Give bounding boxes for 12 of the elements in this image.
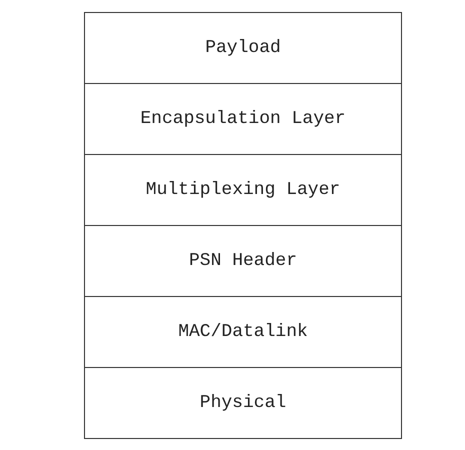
layer-label: MAC/Datalink (178, 322, 308, 342)
layer-label: Physical (200, 393, 286, 413)
layer-box (84, 12, 402, 84)
layer-box (84, 154, 402, 226)
layer-box (84, 83, 402, 155)
layer-label: PSN Header (188, 251, 298, 271)
layer-label: Encapsulation Layer (140, 109, 346, 129)
layer-label: Payload (205, 38, 281, 58)
layer-box (84, 296, 402, 368)
layer-box (84, 225, 402, 297)
layer-box (84, 367, 402, 439)
layer-label: Multiplexing Layer (146, 180, 340, 200)
